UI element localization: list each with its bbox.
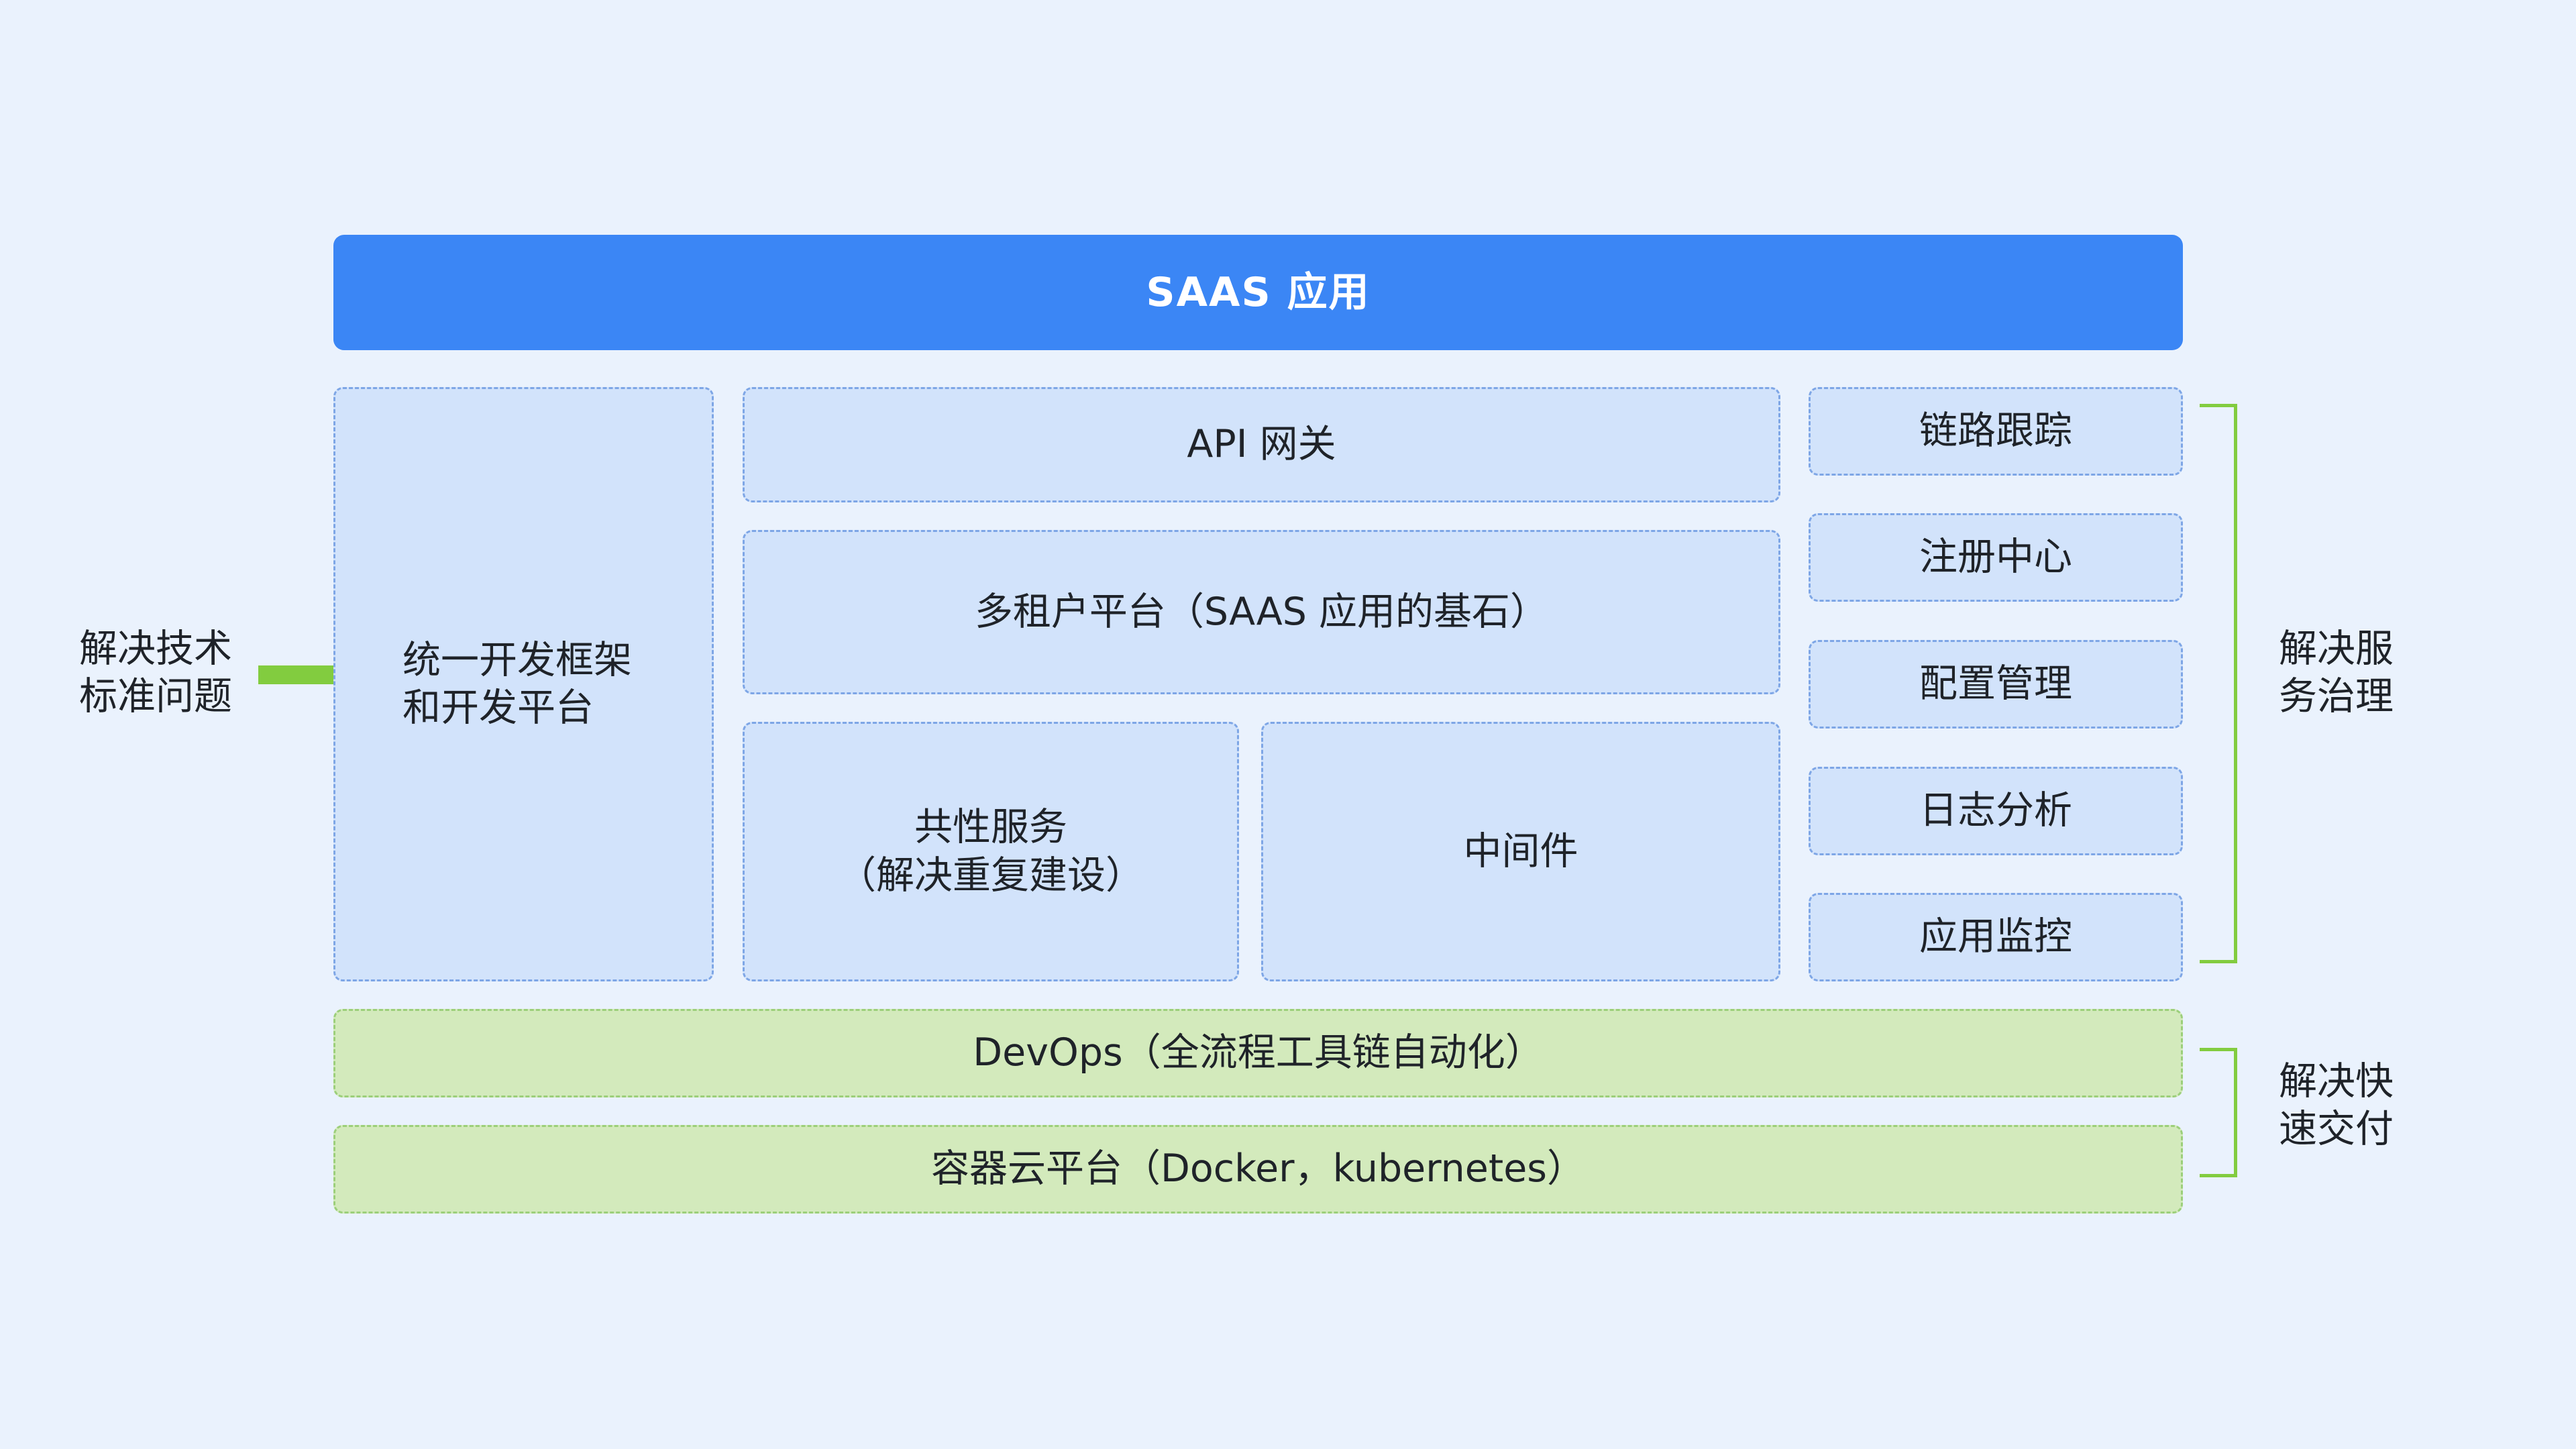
devops-label: DevOps（全流程工具链自动化） bbox=[973, 1030, 1544, 1075]
common-services-box: 共性服务 （解决重复建设） bbox=[743, 722, 1239, 981]
common-services-line1: 共性服务 bbox=[914, 805, 1067, 850]
governance-annotation: 解决服 务治理 bbox=[2279, 625, 2394, 721]
tech-standard-annotation: 解决技术 标准问题 bbox=[79, 625, 232, 721]
governance-line1: 解决服 bbox=[2279, 627, 2394, 671]
governance-item-config: 配置管理 bbox=[1809, 640, 2183, 729]
multi-tenant-box: 多租户平台（SAAS 应用的基石） bbox=[743, 530, 1780, 694]
api-gateway-label: API 网关 bbox=[1187, 422, 1336, 467]
governance-line2: 务治理 bbox=[2279, 674, 2394, 719]
governance-item-label: 注册中心 bbox=[1919, 535, 2072, 580]
container-platform-box: 容器云平台（Docker，kubernetes） bbox=[333, 1125, 2183, 1214]
saas-application-bar: SAAS 应用 bbox=[333, 235, 2183, 350]
governance-item-label: 链路跟踪 bbox=[1919, 409, 2072, 453]
saas-application-label: SAAS 应用 bbox=[1146, 268, 1371, 316]
tech-standard-line1: 解决技术 bbox=[79, 627, 232, 671]
governance-bracket bbox=[2200, 404, 2237, 963]
governance-item-monitoring: 应用监控 bbox=[1809, 893, 2183, 981]
delivery-bracket bbox=[2200, 1048, 2237, 1177]
governance-item-label: 日志分析 bbox=[1919, 788, 2072, 833]
tech-standard-line2: 标准问题 bbox=[79, 674, 232, 719]
delivery-annotation: 解决快 速交付 bbox=[2279, 1058, 2394, 1154]
delivery-line2: 速交付 bbox=[2279, 1107, 2394, 1152]
api-gateway-box: API 网关 bbox=[743, 387, 1780, 502]
governance-item-registry: 注册中心 bbox=[1809, 513, 2183, 602]
middleware-box: 中间件 bbox=[1261, 722, 1780, 981]
governance-item-logging: 日志分析 bbox=[1809, 767, 2183, 855]
container-platform-label: 容器云平台（Docker，kubernetes） bbox=[931, 1146, 1585, 1191]
common-services-line2: （解决重复建设） bbox=[838, 853, 1144, 898]
middleware-label: 中间件 bbox=[1463, 828, 1578, 873]
dev-framework-line2: 和开发平台 bbox=[402, 686, 594, 730]
multi-tenant-label: 多租户平台（SAAS 应用的基石） bbox=[974, 589, 1549, 634]
governance-item-label: 配置管理 bbox=[1919, 661, 2072, 706]
devops-box: DevOps（全流程工具链自动化） bbox=[333, 1009, 2183, 1097]
governance-item-tracing: 链路跟踪 bbox=[1809, 387, 2183, 476]
governance-item-label: 应用监控 bbox=[1919, 914, 2072, 959]
delivery-line1: 解决快 bbox=[2279, 1059, 2394, 1104]
dev-framework-line1: 统一开发框架 bbox=[402, 637, 632, 682]
dev-framework-box: 统一开发框架 和开发平台 bbox=[333, 387, 714, 981]
